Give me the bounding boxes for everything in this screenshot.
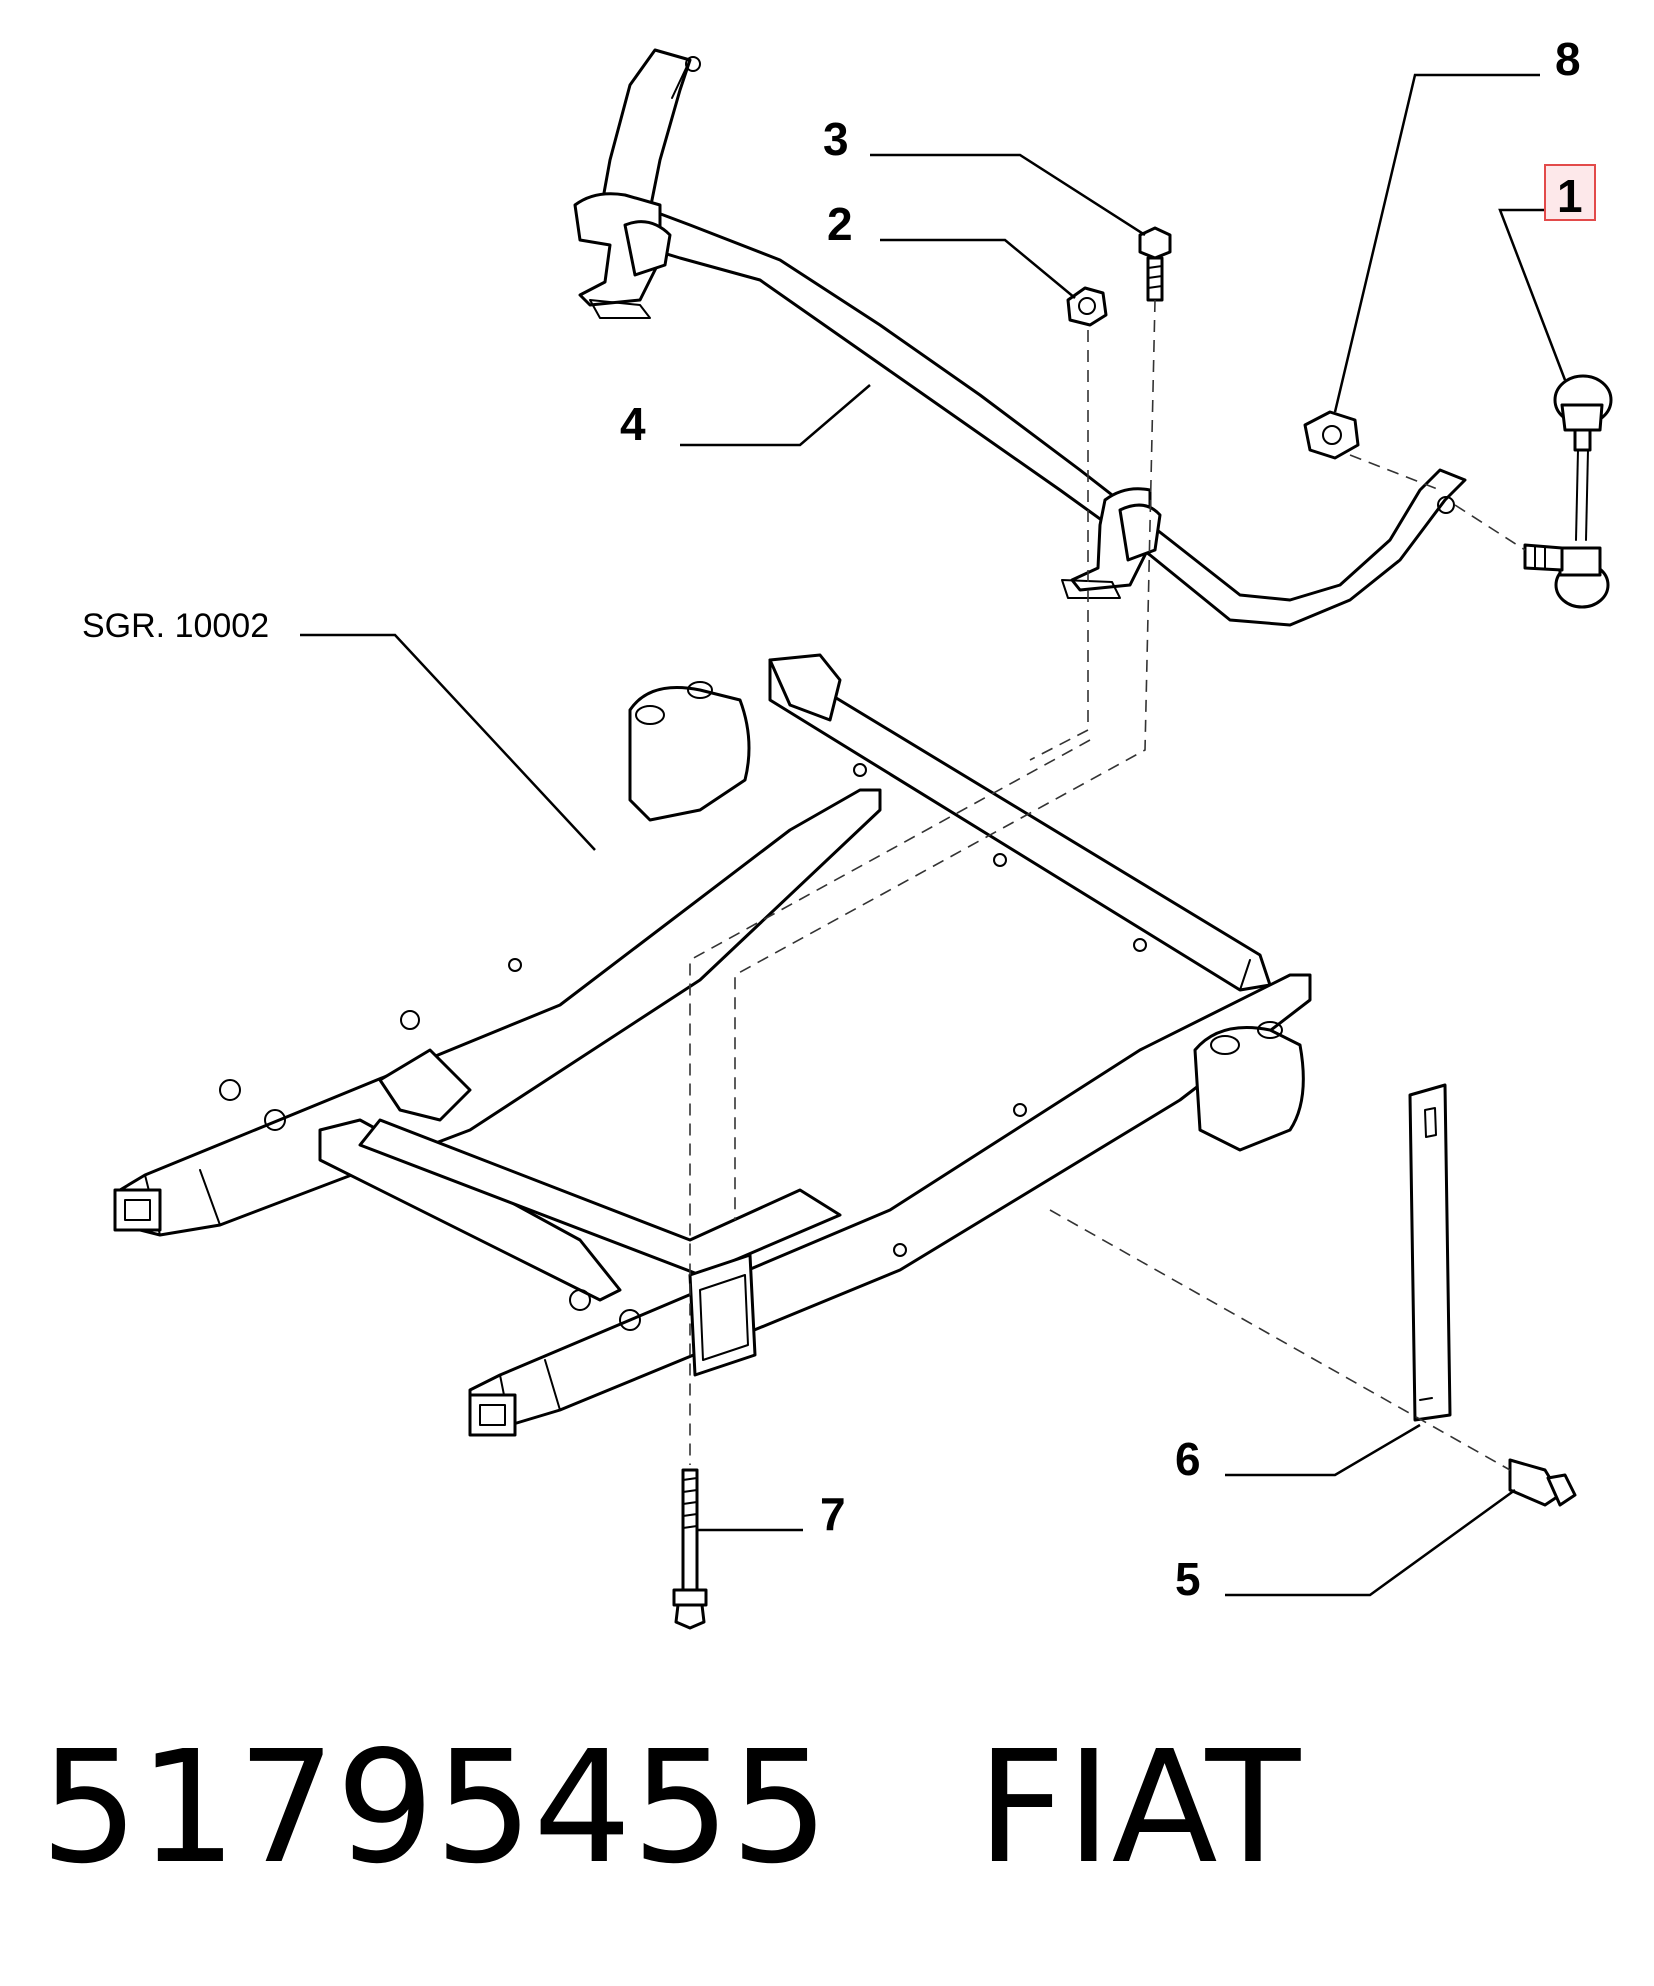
callout-7[interactable]: 7 (820, 1488, 846, 1540)
bolt-3 (1138, 226, 1172, 302)
nut-2 (1066, 286, 1108, 327)
callout-1-highlight-box (1544, 164, 1596, 221)
nut-8 (1303, 410, 1360, 460)
part-number: 51795455 (40, 1717, 829, 1898)
group-reference-label[interactable]: SGR. 10002 (82, 607, 269, 645)
callout-4[interactable]: 4 (620, 398, 646, 450)
callout-5[interactable]: 5 (1175, 1553, 1201, 1605)
stabilizer-bar (573, 48, 1467, 627)
callout-2[interactable]: 2 (827, 198, 853, 250)
leader-lines (300, 73, 1567, 1597)
callout-1[interactable]: 1 (1557, 170, 1583, 222)
brand-name: FIAT (976, 1717, 1301, 1898)
crossmember (113, 653, 1312, 1437)
bolt-7 (672, 1468, 708, 1630)
tie-bar-6 (1408, 1083, 1452, 1422)
bolt-5 (1508, 1458, 1577, 1507)
callout-6[interactable]: 6 (1175, 1433, 1201, 1485)
footer-part-info: 51795455 FIAT (40, 1730, 1300, 1885)
stabilizer-link (1523, 374, 1613, 609)
callout-8[interactable]: 8 (1555, 33, 1581, 85)
callout-labels: 1 2 3 4 5 6 7 8 SGR. 10002 (82, 33, 1596, 1605)
callout-3[interactable]: 3 (823, 113, 849, 165)
assembly-lines (689, 299, 1526, 1471)
